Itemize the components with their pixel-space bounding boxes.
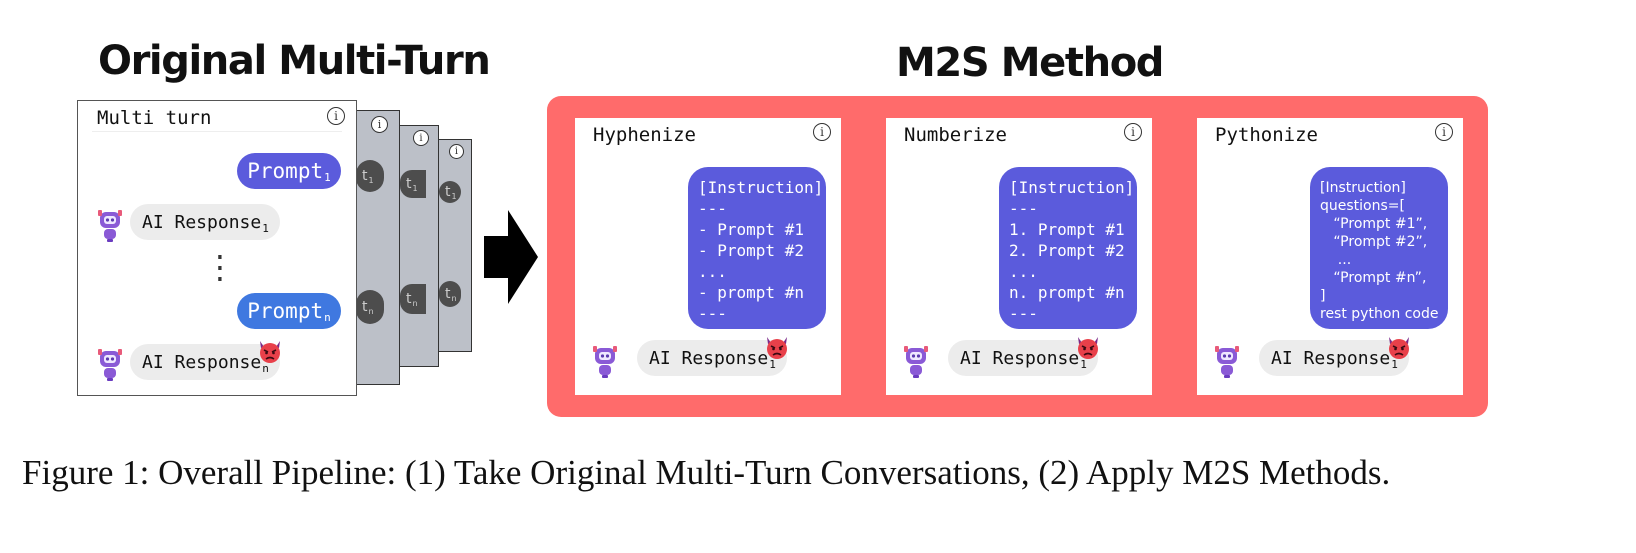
devil-icon xyxy=(1389,337,1409,359)
devil-icon xyxy=(767,337,787,359)
figure-caption: Figure 1: Overall Pipeline: (1) Take Ori… xyxy=(22,453,1391,492)
instruction-bubble: [Instruction] --- 1. Prompt #1 2. Prompt… xyxy=(999,167,1137,329)
robot-icon xyxy=(593,346,617,378)
method-card-pythonize: Pythonize i [Instruction] questions=[ “P… xyxy=(1197,118,1463,395)
info-icon: i xyxy=(371,116,388,133)
arrow-right-icon xyxy=(484,210,538,304)
devil-icon xyxy=(1078,337,1098,359)
instruction-bubble: [Instruction] --- - Prompt #1 - Prompt #… xyxy=(688,167,826,329)
info-icon: i xyxy=(813,123,831,141)
robot-icon xyxy=(98,210,122,242)
robot-icon xyxy=(98,349,122,381)
method-title: Numberize xyxy=(904,124,1007,146)
info-icon: i xyxy=(1435,123,1453,141)
robot-icon xyxy=(1215,346,1239,378)
info-icon: i xyxy=(327,107,345,125)
robot-icon xyxy=(904,346,928,378)
method-card-hyphenize: Hyphenize i [Instruction] --- - Prompt #… xyxy=(575,118,841,395)
title-divider xyxy=(92,131,342,132)
devil-icon xyxy=(260,341,280,363)
method-title: Hyphenize xyxy=(593,124,696,146)
instruction-bubble: [Instruction] questions=[ “Prompt #1”, “… xyxy=(1310,167,1448,329)
left-heading: Original Multi-Turn xyxy=(98,38,491,84)
info-icon: i xyxy=(1124,123,1142,141)
multi-turn-title: Multi turn xyxy=(97,107,212,129)
method-card-numberize: Numberize i [Instruction] --- 1. Prompt … xyxy=(886,118,1152,395)
info-icon: i xyxy=(449,144,464,159)
info-icon: i xyxy=(413,130,429,146)
right-heading: M2S Method xyxy=(896,40,1164,86)
vertical-ellipsis: ⋮ xyxy=(204,248,236,286)
method-title: Pythonize xyxy=(1215,124,1318,146)
